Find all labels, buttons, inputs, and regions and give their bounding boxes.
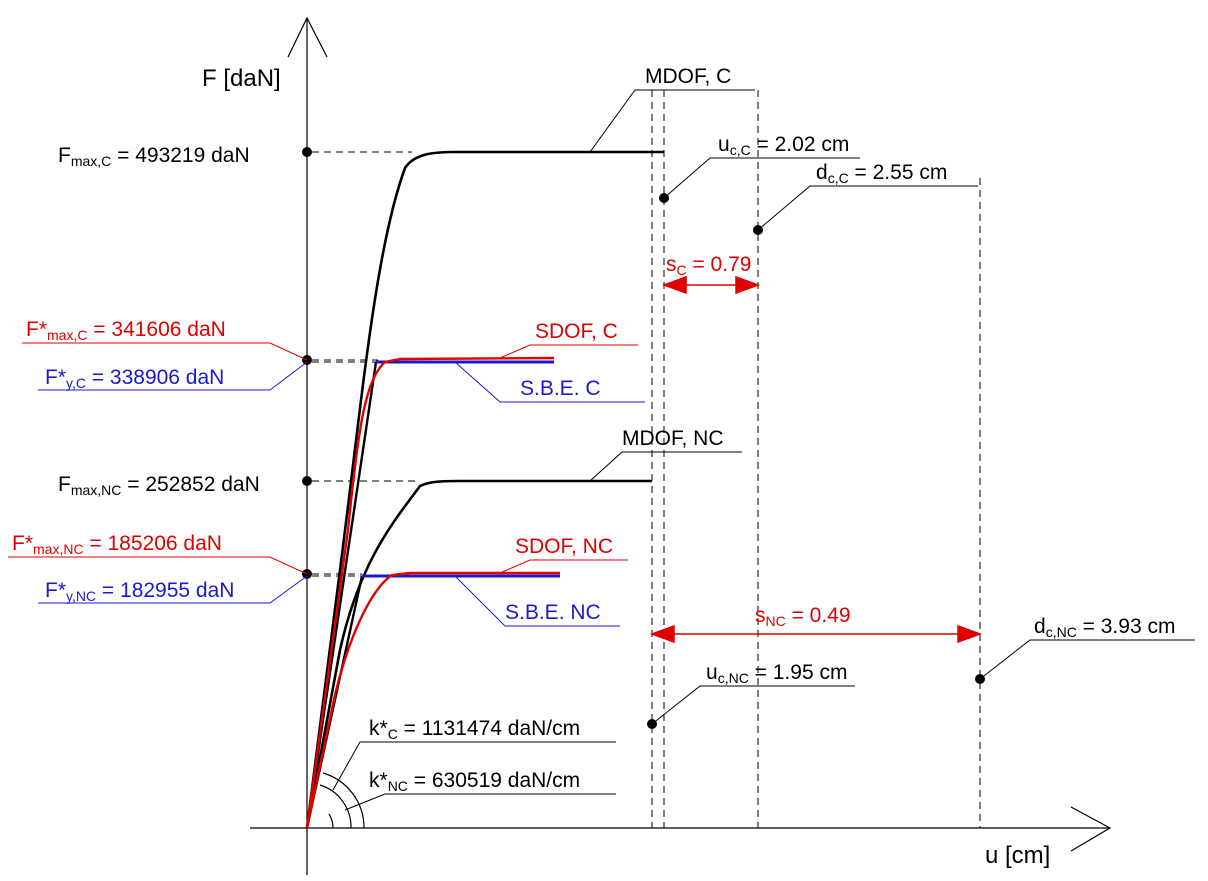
label-uc-c: uc,C = 2.02 cm [718, 133, 849, 158]
y-axis-arrow [287, 16, 328, 58]
leader-lines-red [8, 342, 638, 575]
label-fstar-max-nc: F*max,NC = 185206 daN [12, 532, 222, 557]
label-sbe-nc: S.B.E. NC [505, 601, 601, 624]
labels: Fmax,C = 493219 daN F*max,C = 341606 daN… [12, 65, 1175, 794]
label-mdof-c: MDOF, C [645, 65, 731, 88]
label-kstar-nc: k*NC = 630519 daN/cm [369, 769, 580, 794]
angle-arcs [319, 772, 365, 829]
label-fstar-max-c: F*max,C = 341606 daN [26, 318, 226, 343]
axes [250, 16, 1112, 875]
label-dc-nc: dc,NC = 3.93 cm [1034, 615, 1175, 640]
label-fmax-c: Fmax,C = 493219 daN [58, 144, 250, 169]
label-sdof-nc: SDOF, NC [515, 535, 613, 558]
x-axis-arrow [1070, 806, 1112, 852]
mdof-nc-curve [305, 479, 652, 829]
dimension-arrows [649, 275, 983, 644]
y-axis-title: F [daN] [202, 65, 281, 92]
leader-lines-black [332, 89, 1195, 811]
label-sbe-c: S.B.E. C [520, 377, 601, 400]
label-s-nc: sNC = 0.49 [755, 604, 851, 629]
label-fstar-y-nc: F*y,NC = 182955 daN [45, 579, 234, 604]
label-fmax-nc: Fmax,NC = 252852 daN [58, 473, 260, 498]
label-fstar-y-c: F*y,C = 338906 daN [45, 366, 224, 391]
label-mdof-nc: MDOF, NC [622, 427, 724, 450]
x-axis-title: u [cm] [985, 842, 1050, 869]
label-kstar-c: k*C = 1131474 daN/cm [369, 717, 580, 742]
leader-lines-blue [38, 361, 645, 627]
label-uc-nc: uc,NC = 1.95 cm [706, 661, 847, 686]
label-sdof-c: SDOF, C [535, 320, 618, 343]
label-dc-c: dc,C = 2.55 cm [816, 161, 947, 186]
sdof-nc-curve [305, 571, 560, 829]
label-s-c: sC = 0.79 [666, 253, 751, 278]
mdof-c-curve [305, 150, 664, 829]
sdof-c-curve [305, 356, 555, 829]
